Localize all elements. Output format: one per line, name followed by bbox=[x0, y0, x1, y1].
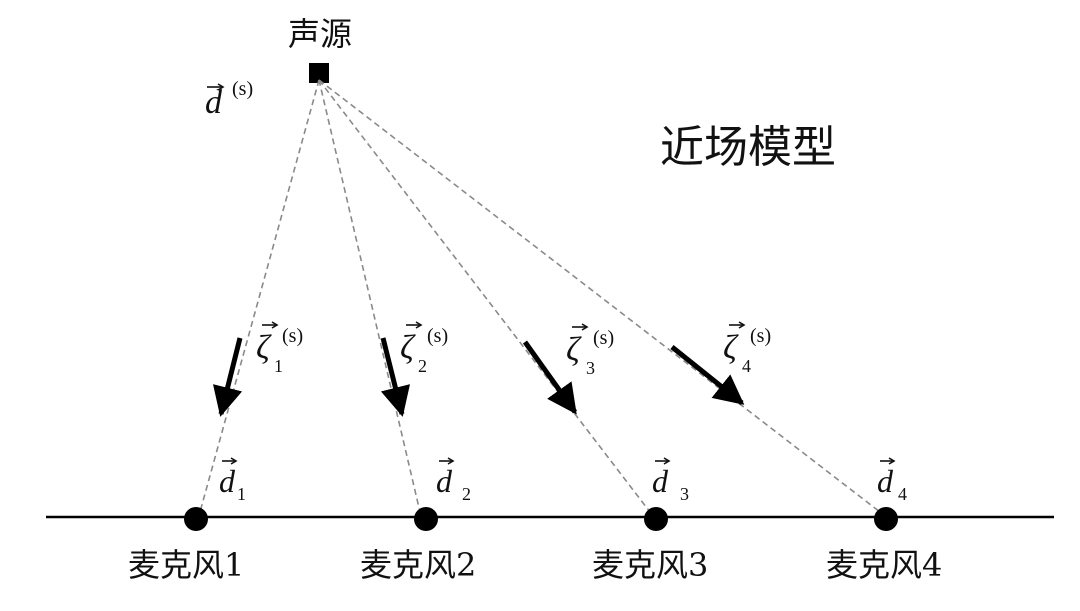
microphone-dot-4 bbox=[874, 507, 898, 531]
ray-1 bbox=[199, 79, 320, 513]
mic-vector-label-2: d 2 bbox=[436, 457, 471, 504]
direction-superscript: (s) bbox=[593, 327, 614, 349]
mic-vector-subscript: 1 bbox=[237, 484, 246, 504]
mic-vector-label-3: d 3 bbox=[652, 457, 689, 504]
direction-label-2: ζ (s) 2 bbox=[400, 321, 448, 376]
mic-vector-symbol: d bbox=[219, 463, 236, 499]
microphone-dot-2 bbox=[414, 507, 438, 531]
direction-subscript: 2 bbox=[418, 356, 427, 376]
direction-symbol: ζ bbox=[566, 331, 582, 368]
vector-arrow-tip bbox=[581, 323, 589, 331]
direction-subscript: 4 bbox=[742, 356, 751, 376]
source-label: 声源 bbox=[288, 15, 352, 53]
microphone-dot-3 bbox=[644, 507, 668, 531]
direction-arrow-2 bbox=[380, 337, 411, 417]
vector-arrow-tip bbox=[738, 321, 746, 329]
microphone-label-1: 麦克风1 bbox=[128, 546, 244, 584]
vector-arrow-tip bbox=[230, 457, 238, 465]
ray-3 bbox=[318, 79, 651, 513]
microphone-dot-1 bbox=[184, 507, 208, 531]
mic-vector-label-4: d 4 bbox=[877, 457, 907, 504]
direction-superscript: (s) bbox=[427, 325, 448, 347]
vector-arrow-tip bbox=[447, 457, 455, 465]
direction-label-1: ζ (s) 1 bbox=[256, 321, 303, 376]
vector-arrow-tip bbox=[217, 83, 225, 91]
microphone-label-4: 麦克风4 bbox=[826, 546, 942, 584]
direction-arrow-4 bbox=[670, 345, 745, 405]
mic-vector-subscript: 3 bbox=[680, 484, 689, 504]
vector-arrow-tip bbox=[888, 457, 896, 465]
direction-arrow-3 bbox=[522, 340, 578, 415]
direction-symbol: ζ bbox=[723, 329, 739, 366]
source-vector-symbol: d bbox=[205, 84, 223, 121]
mic-vector-symbol: d bbox=[877, 463, 894, 499]
mic-vector-label-1: d 1 bbox=[219, 457, 246, 504]
mic-vector-subscript: 2 bbox=[462, 484, 471, 504]
direction-subscript: 1 bbox=[274, 356, 283, 376]
direction-superscript: (s) bbox=[750, 325, 771, 347]
vector-arrow-tip bbox=[271, 321, 279, 329]
ray-2 bbox=[318, 79, 421, 513]
direction-superscript: (s) bbox=[282, 325, 303, 347]
microphone-label-3: 麦克风3 bbox=[592, 546, 708, 584]
direction-arrow-1 bbox=[212, 337, 243, 417]
mic-vector-subscript: 4 bbox=[898, 484, 907, 504]
direction-label-4: ζ (s) 4 bbox=[723, 321, 771, 376]
source-vector-label: d (s) bbox=[205, 78, 253, 121]
ray-4 bbox=[318, 79, 881, 513]
vector-arrow-tip bbox=[415, 321, 423, 329]
source-vector-superscript: (s) bbox=[232, 78, 253, 100]
direction-symbol: ζ bbox=[256, 329, 272, 366]
mic-vector-symbol: d bbox=[436, 463, 453, 499]
direction-label-3: ζ (s) 3 bbox=[566, 323, 614, 378]
diagram-title: 近场模型 bbox=[660, 122, 836, 173]
direction-subscript: 3 bbox=[586, 358, 595, 378]
direction-symbol: ζ bbox=[400, 329, 416, 366]
microphone-label-2: 麦克风2 bbox=[360, 546, 476, 584]
vector-arrow-tip bbox=[663, 457, 671, 465]
source-square bbox=[309, 63, 329, 83]
mic-vector-symbol: d bbox=[652, 463, 669, 499]
